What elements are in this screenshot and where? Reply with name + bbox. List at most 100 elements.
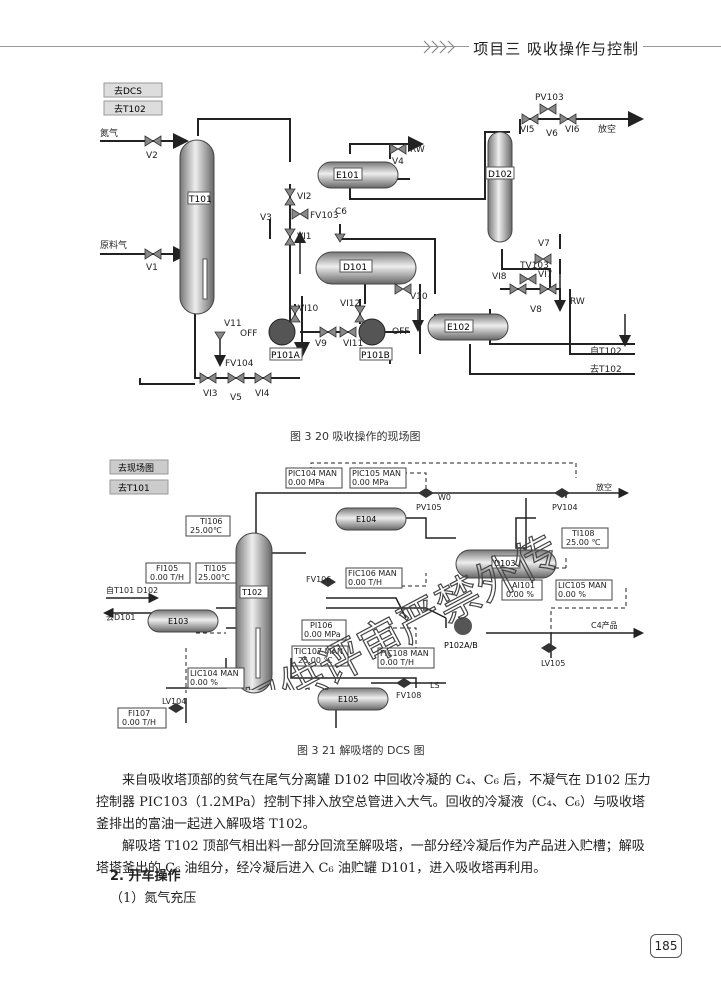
fic106-box[interactable] [345,567,403,589]
valve-pv103[interactable] [539,103,557,115]
subsection-heading: （1）氮气充压 [110,891,197,906]
go-t102-button[interactable] [103,100,163,116]
to-d101-label: 去D101 [106,612,135,622]
valve-vi7[interactable] [539,283,557,295]
nitrogen-label: 氮气 [100,127,118,139]
valve-fv106[interactable] [320,577,336,587]
vi2-label: VI2 [297,192,312,202]
pi106-value: 0.00 MPa [304,630,341,639]
lic104-value: 0.00 % [190,678,218,687]
fic106-tag: FIC106 MAN [348,569,397,578]
valve-fv103[interactable] [291,208,309,220]
pic105-box[interactable] [349,467,407,489]
lic104-tag: LIC104 MAN [190,669,239,678]
figure-field-diagram: 去DCS 去T102 [100,82,644,403]
pump-p102[interactable] [454,617,472,635]
vent2-label: 放空 [596,482,612,492]
e103-label: E103 [168,617,188,626]
valve-tv103[interactable] [519,273,537,285]
pic105-value: 0.00 MPa [352,478,389,487]
valve-v9[interactable] [334,233,346,243]
valve-vi5[interactable] [521,113,539,125]
go-t101-button[interactable] [109,479,169,495]
v9-label: V9 [315,339,327,349]
ai101-tag: AI101 [512,581,535,590]
v4-label: V4 [392,157,404,167]
fic108-tag: FIC108 MAN [380,649,429,658]
pic104-tag: PIC104 MAN [288,469,337,478]
valve-pv104[interactable] [554,488,570,498]
valve-vi11[interactable] [339,326,357,338]
p101b-label: P101B [361,351,390,361]
tic107-tag: TIC107 MAN [293,647,343,656]
p102-label: P102A/B [444,641,478,650]
lic104-box[interactable] [187,667,245,689]
p101a-label: P101A [271,351,301,361]
go-dcs-label: 去DCS [114,85,142,97]
vi4-label: VI4 [255,389,270,399]
valve-v2[interactable] [144,135,162,147]
v2-label: V2 [146,151,158,161]
valve-vi10[interactable] [289,305,301,323]
v10-label: V10 [410,292,428,302]
valve-fv108[interactable] [396,678,412,688]
fic106-value: 0.00 T/H [348,578,382,587]
e104-label: E104 [356,515,376,524]
valve-v10[interactable] [394,283,412,295]
go-dcs-button[interactable] [103,82,163,98]
pic104-box[interactable] [285,467,343,489]
lic105-box[interactable] [555,579,613,601]
fi107-box [117,707,167,729]
fic108-box[interactable] [377,647,435,669]
valve-fv104[interactable] [227,372,245,384]
vi10-label: VI10 [298,304,319,314]
d102-label: D102 [488,170,512,180]
pump-p101b[interactable] [358,318,386,346]
go-t101-label: 去T101 [118,482,150,494]
valve-vi4[interactable] [254,372,272,384]
fi105-box [145,562,191,584]
valve-vi6[interactable] [559,113,577,125]
fi105-tag: FI105 [156,564,178,573]
t101-label: T101 [188,195,212,205]
go-field-label: 去现场图 [118,462,154,474]
pump-p101a[interactable] [268,318,296,346]
valve-vi12[interactable] [354,305,366,323]
valve-v4[interactable] [389,143,407,155]
fv103-label: FV103 [310,211,339,221]
pv105-label: PV105 [416,503,442,512]
ti108-tag: TI108 [571,529,595,538]
valve-vi9[interactable] [319,326,337,338]
valve-lv104[interactable] [168,703,184,713]
column-t102 [235,532,273,694]
tic107-value: 25.00 ℃ [298,656,332,665]
pv103-label: PV103 [535,93,564,103]
vi12-label: VI12 [340,299,360,309]
valve-v7[interactable] [534,253,552,265]
section-heading: 2. 开车操作 [110,869,181,884]
ti108-box [561,527,609,549]
valve-vi1[interactable] [284,228,296,246]
c4-label: C4产品 [591,620,618,630]
ti108-value: 25.00 ℃ [566,538,600,547]
valve-pv105[interactable] [418,488,434,498]
valve-vi8[interactable] [509,283,527,295]
go-field-button[interactable] [109,459,169,475]
valve-v11[interactable] [214,331,226,341]
valve-v1[interactable] [144,248,162,260]
valve-vi3[interactable] [199,372,217,384]
rw2-label: RW [570,297,585,307]
fv104-label: FV104 [225,359,254,369]
e102-label: E102 [447,323,470,333]
v5-label: V5 [230,393,242,403]
t102-label: T102 [241,588,262,597]
valve-vi2[interactable] [284,188,296,206]
valve-lv105[interactable] [541,643,557,653]
from-t102-label: 自T102 [590,345,622,357]
e101-label: E101 [336,171,359,181]
w0-label: W0 [438,493,451,502]
fic108-value: 0.00 T/H [380,658,414,667]
ai101-value: 0.00 % [506,590,534,599]
ls-label: LS [430,681,440,690]
tic107-box[interactable] [291,645,349,667]
